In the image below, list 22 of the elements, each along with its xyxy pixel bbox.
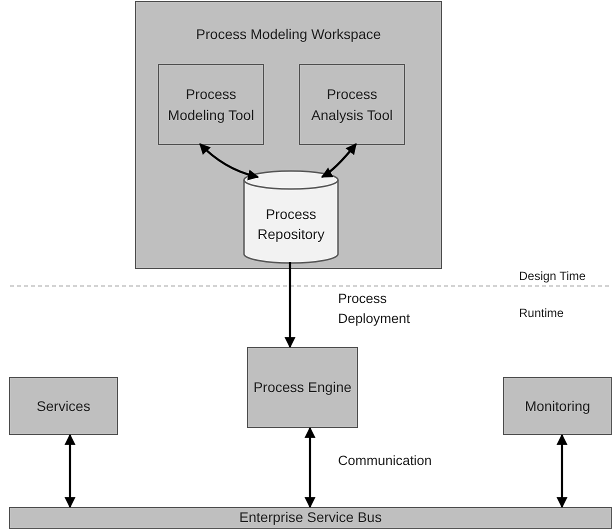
process-box <box>503 377 612 435</box>
node-label: Services <box>36 396 90 416</box>
process-box <box>247 347 358 428</box>
node-label: Process Analysis Tool <box>310 85 394 125</box>
node-label: Process Engine <box>253 378 352 398</box>
arrow <box>64 434 76 508</box>
node-label: Process Modeling Tool <box>166 85 256 125</box>
arrow <box>284 262 296 348</box>
arrow <box>556 434 568 508</box>
phase-label: Design Time <box>519 268 586 286</box>
bus-bar <box>9 507 612 529</box>
arrow <box>199 143 260 180</box>
node-label: Process Repository <box>256 204 326 244</box>
panel-title: Process Modeling Workspace <box>196 25 381 44</box>
node-label: Enterprise Service Bus <box>239 508 382 527</box>
node-label: Monitoring <box>524 396 590 416</box>
process-box <box>158 64 264 145</box>
process-box <box>299 64 405 145</box>
process-box <box>9 377 118 435</box>
arrow <box>321 143 357 178</box>
workspace-panel <box>135 1 442 269</box>
arrow <box>304 426 316 508</box>
